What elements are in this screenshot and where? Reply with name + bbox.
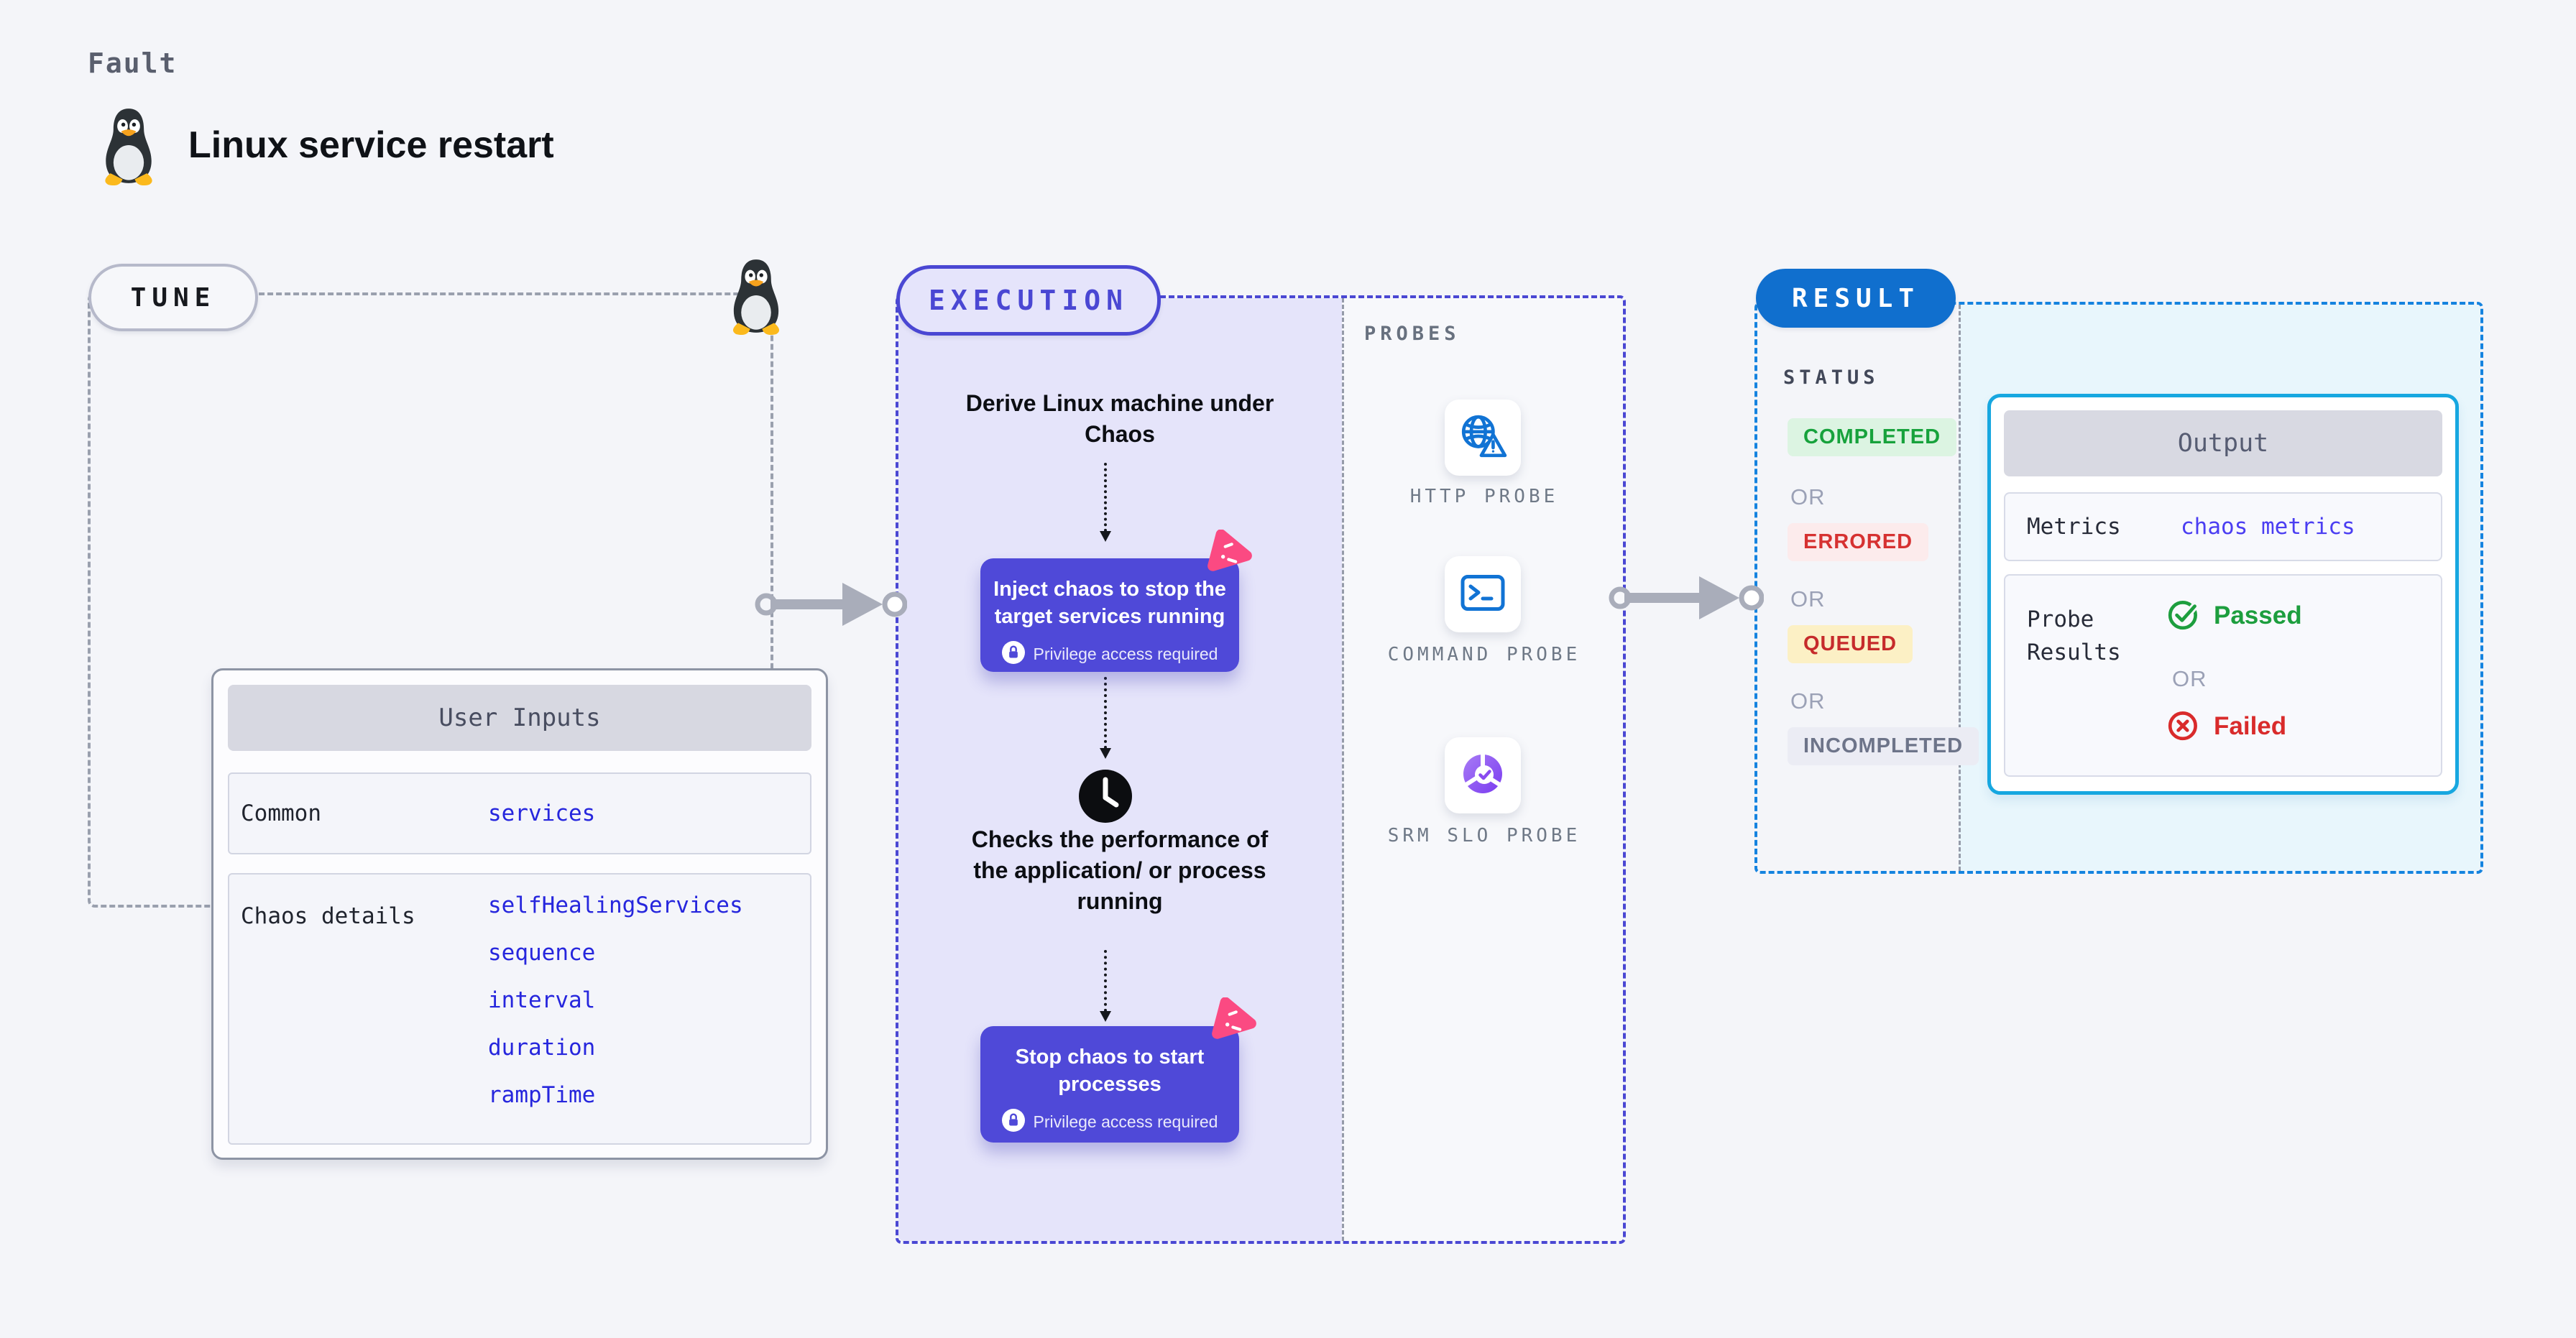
param-link-rampTime[interactable]: rampTime: [488, 1082, 596, 1108]
http-probe-card: [1445, 400, 1521, 476]
probe-result-passed: Passed: [2166, 596, 2302, 635]
status-badge-incompleted: INCOMPLETED: [1788, 727, 1979, 765]
http-probe-label: HTTP PROBE: [1409, 486, 1559, 507]
stop-chaos-card: Stop chaos to start processes Privilege …: [980, 1026, 1239, 1143]
result-section: RESULT STATUS COMPLETED OR ERRORED OR QU…: [1754, 269, 2483, 874]
or-separator: OR: [1790, 688, 1826, 714]
flow-connector-arrow: [1100, 950, 1111, 1022]
output-card: Output Metrics chaos metrics Probe Resul…: [1987, 394, 2459, 795]
chaos-experiment-icon: [1205, 529, 1252, 581]
stop-chaos-title: Stop chaos to start processes: [1015, 1046, 1205, 1097]
param-link-sequence[interactable]: sequence: [488, 940, 596, 966]
tux-penguin-icon: [724, 257, 788, 338]
derive-step-text: Derive Linux machine under Chaos: [965, 390, 1274, 447]
arrow-tune-to-execution: [755, 583, 907, 626]
status-badge-completed: COMPLETED: [1788, 418, 1957, 456]
metrics-row: Metrics chaos metrics: [2004, 492, 2442, 561]
status-badge-errored: ERRORED: [1788, 523, 1929, 561]
execution-section: EXECUTION Derive Linux machine under Cha…: [896, 265, 1626, 1244]
param-link-interval[interactable]: interval: [488, 987, 596, 1013]
probe-result-failed: Failed: [2166, 706, 2286, 746]
row-label: Chaos details: [241, 903, 415, 929]
or-separator: OR: [1790, 586, 1826, 612]
fault-eyebrow: Fault: [88, 47, 178, 79]
user-inputs-row-common: Common services: [228, 772, 811, 854]
privilege-note: Privilege access required: [1033, 645, 1218, 664]
execution-badge: EXECUTION: [896, 265, 1161, 336]
command-probe-card: [1445, 556, 1521, 632]
status-badge-queued: QUEUED: [1788, 625, 1913, 663]
output-title: Output: [2004, 410, 2442, 476]
probes-title: PROBES: [1364, 323, 1460, 345]
flow-connector-arrow: [1100, 463, 1111, 542]
arrow-execution-to-result: [1609, 576, 1764, 619]
user-inputs-title: User Inputs: [228, 685, 811, 751]
row-label: Common: [241, 801, 321, 826]
lock-icon: [1001, 640, 1025, 668]
param-link-selfHealingServices[interactable]: selfHealingServices: [488, 892, 743, 918]
globe-alert-icon: [1458, 413, 1507, 463]
status-title: STATUS: [1783, 366, 1880, 389]
or-separator: OR: [2172, 666, 2207, 691]
srm-slo-probe-label: SRM SLO PROBE: [1387, 825, 1581, 846]
terminal-icon: [1460, 573, 1506, 616]
privilege-note: Privilege access required: [1033, 1112, 1218, 1132]
user-inputs-card: User Inputs Common services Chaos detail…: [211, 668, 828, 1160]
chaos-metrics-link[interactable]: chaos metrics: [2181, 514, 2355, 540]
flow-connector-arrow: [1100, 677, 1111, 759]
chaos-params-list: selfHealingServices sequence interval du…: [488, 882, 743, 1119]
check-circle-icon: [2166, 596, 2202, 635]
user-inputs-row-chaos-details: Chaos details selfHealingServices sequen…: [228, 873, 811, 1145]
or-separator: OR: [1790, 484, 1826, 509]
page-title: Linux service restart: [188, 124, 554, 166]
failed-label: Failed: [2214, 711, 2287, 740]
probe-results-label: Probe Results: [2027, 606, 2121, 665]
x-circle-icon: [2166, 706, 2202, 746]
param-link-duration[interactable]: duration: [488, 1035, 596, 1061]
passed-label: Passed: [2214, 601, 2302, 629]
chaos-experiment-icon: [1209, 997, 1256, 1048]
clock-icon: [1077, 767, 1134, 829]
result-badge: RESULT: [1756, 269, 1956, 328]
check-step-text: Checks the performance of the applicatio…: [971, 826, 1269, 914]
pie-check-icon: [1460, 751, 1506, 801]
inject-chaos-card: Inject chaos to stop the target services…: [980, 558, 1239, 672]
inject-chaos-title: Inject chaos to stop the target services…: [993, 578, 1226, 629]
tune-badge: TUNE: [88, 264, 258, 331]
metrics-label: Metrics: [2027, 514, 2121, 540]
tux-penguin-icon: [96, 106, 161, 189]
tune-section: TUNE User Inputs Common services Chaos d…: [88, 264, 828, 1160]
param-link-services[interactable]: services: [488, 801, 596, 826]
srm-slo-probe-card: [1445, 737, 1521, 813]
probe-results-row: Probe Results Passed OR: [2004, 574, 2442, 777]
command-probe-label: COMMAND PROBE: [1387, 644, 1581, 665]
lock-icon: [1001, 1108, 1025, 1136]
